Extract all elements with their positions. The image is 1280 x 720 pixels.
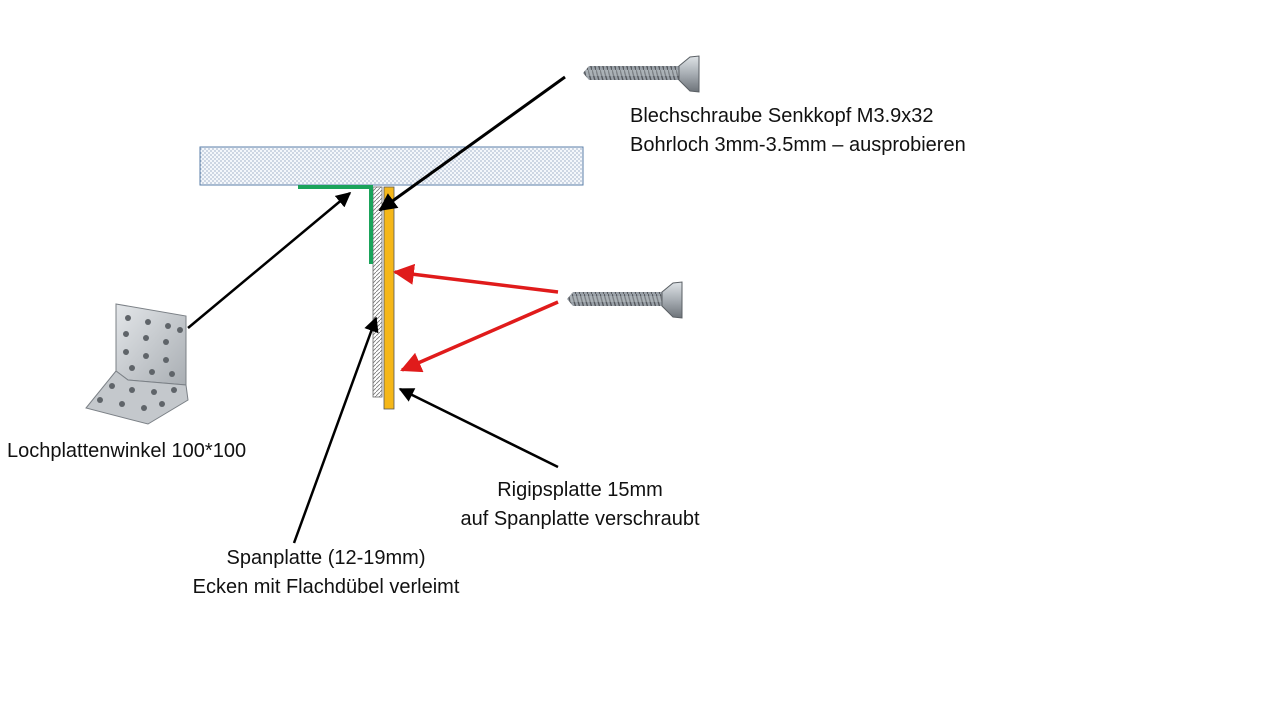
angle-bracket-profile [298, 185, 373, 264]
arrow-drywall [398, 387, 559, 469]
drywall-panel [383, 186, 395, 410]
screw-label-line2: Bohrloch 3mm-3.5mm – ausprobieren [630, 134, 966, 156]
arrow-red-lower [400, 300, 559, 373]
chipboard-panel [372, 186, 383, 398]
ceiling-board [199, 146, 584, 186]
arrow-red-upper [392, 263, 559, 294]
screw-icon [567, 281, 683, 319]
arrow-chipboard [292, 316, 379, 544]
arrow-bracket-photo [187, 192, 352, 329]
drywall-label-line1: Rigipsplatte 15mm [497, 479, 663, 501]
arrow-screw-to-bracket [378, 75, 566, 212]
screw-label: Blechschraube Senkkopf M3.9x32 Bohrloch … [630, 102, 966, 160]
drywall-label-line2: auf Spanplatte verschraubt [460, 508, 700, 530]
perforated-angle-bracket-icon [85, 303, 189, 425]
screw-icon [583, 55, 700, 93]
screw-label-line1: Blechschraube Senkkopf M3.9x32 [630, 105, 934, 127]
bracket-label-text: Lochplattenwinkel 100*100 [7, 440, 247, 462]
bracket-label: Lochplattenwinkel 100*100 [7, 437, 246, 466]
chipboard-label-line1: Spanplatte (12-19mm) [226, 547, 426, 569]
drywall-label: Rigipsplatte 15mm auf Spanplatte verschr… [430, 476, 730, 534]
chipboard-label: Spanplatte (12-19mm) Ecken mit Flachdübe… [166, 544, 486, 602]
chipboard-label-line2: Ecken mit Flachdübel verleimt [192, 576, 460, 598]
